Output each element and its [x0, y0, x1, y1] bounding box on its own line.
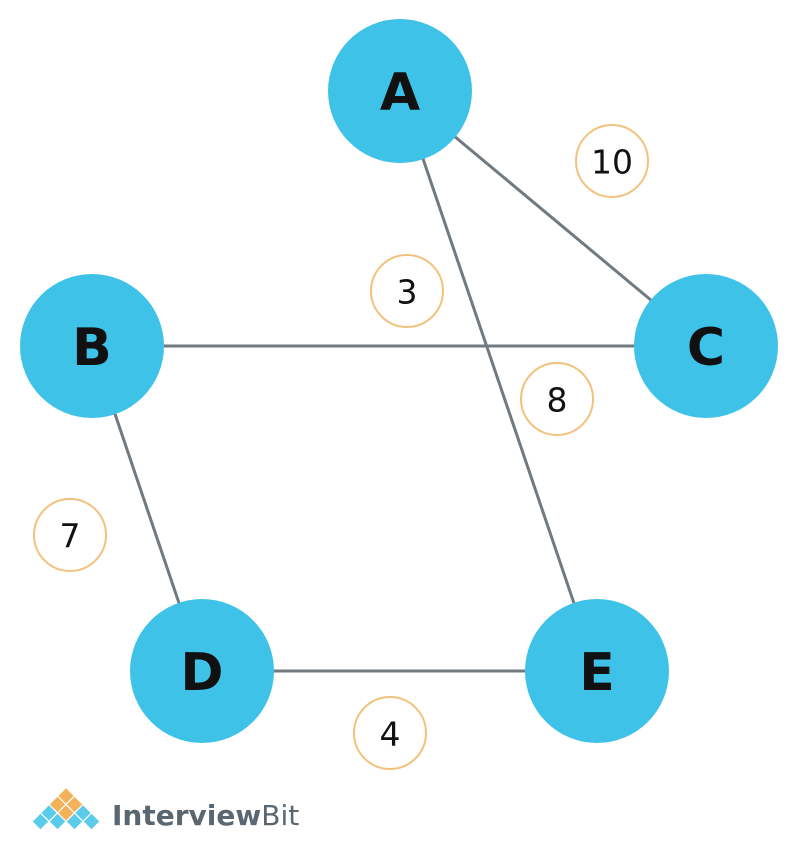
node-e: E — [525, 599, 669, 743]
weight-a-e-label: 8 — [547, 381, 568, 420]
diamond-grid-logo-icon — [31, 786, 101, 831]
weight-b-c-badge — [370, 254, 444, 328]
weight-a-c-label: 10 — [591, 143, 633, 182]
brand-name: InterviewBit — [112, 799, 299, 832]
node-c-label: C — [687, 318, 725, 378]
node-c: C — [634, 274, 778, 418]
node-d-label: D — [180, 643, 223, 703]
logo-diamond — [48, 812, 67, 831]
weight-a-e: 8 — [520, 362, 594, 436]
weight-d-e: 4 — [353, 696, 427, 770]
weight-b-d: 7 — [33, 498, 107, 572]
node-b-circle — [20, 274, 164, 418]
weight-b-c-label: 3 — [397, 273, 418, 312]
nodes-layer: A B C D E — [20, 19, 778, 743]
weight-d-e-badge — [353, 696, 427, 770]
node-b: B — [20, 274, 164, 418]
weight-b-d-badge — [33, 498, 107, 572]
weight-a-e-badge — [520, 362, 594, 436]
brand-name-main: Interview — [112, 799, 261, 832]
logo-diamond — [65, 812, 84, 831]
weight-b-c: 3 — [370, 254, 444, 328]
weight-b-d-label: 7 — [60, 517, 81, 556]
node-d: D — [130, 599, 274, 743]
node-a: A — [328, 19, 472, 163]
logo-diamond — [82, 812, 101, 831]
node-e-label: E — [579, 643, 615, 703]
node-e-circle — [525, 599, 669, 743]
weight-a-c: 10 — [575, 124, 649, 198]
interviewbit-logo: InterviewBit — [31, 786, 299, 832]
node-a-circle — [328, 19, 472, 163]
node-b-label: B — [72, 318, 112, 378]
node-c-circle — [634, 274, 778, 418]
node-d-circle — [130, 599, 274, 743]
weight-d-e-label: 4 — [380, 715, 401, 754]
weights-layer: 10 3 8 7 4 — [33, 124, 649, 770]
weight-a-c-badge — [575, 124, 649, 198]
edge-a-e — [398, 89, 599, 673]
logo-diamond — [31, 812, 50, 831]
brand-name-accent: Bit — [261, 799, 299, 832]
node-a-label: A — [380, 63, 420, 123]
